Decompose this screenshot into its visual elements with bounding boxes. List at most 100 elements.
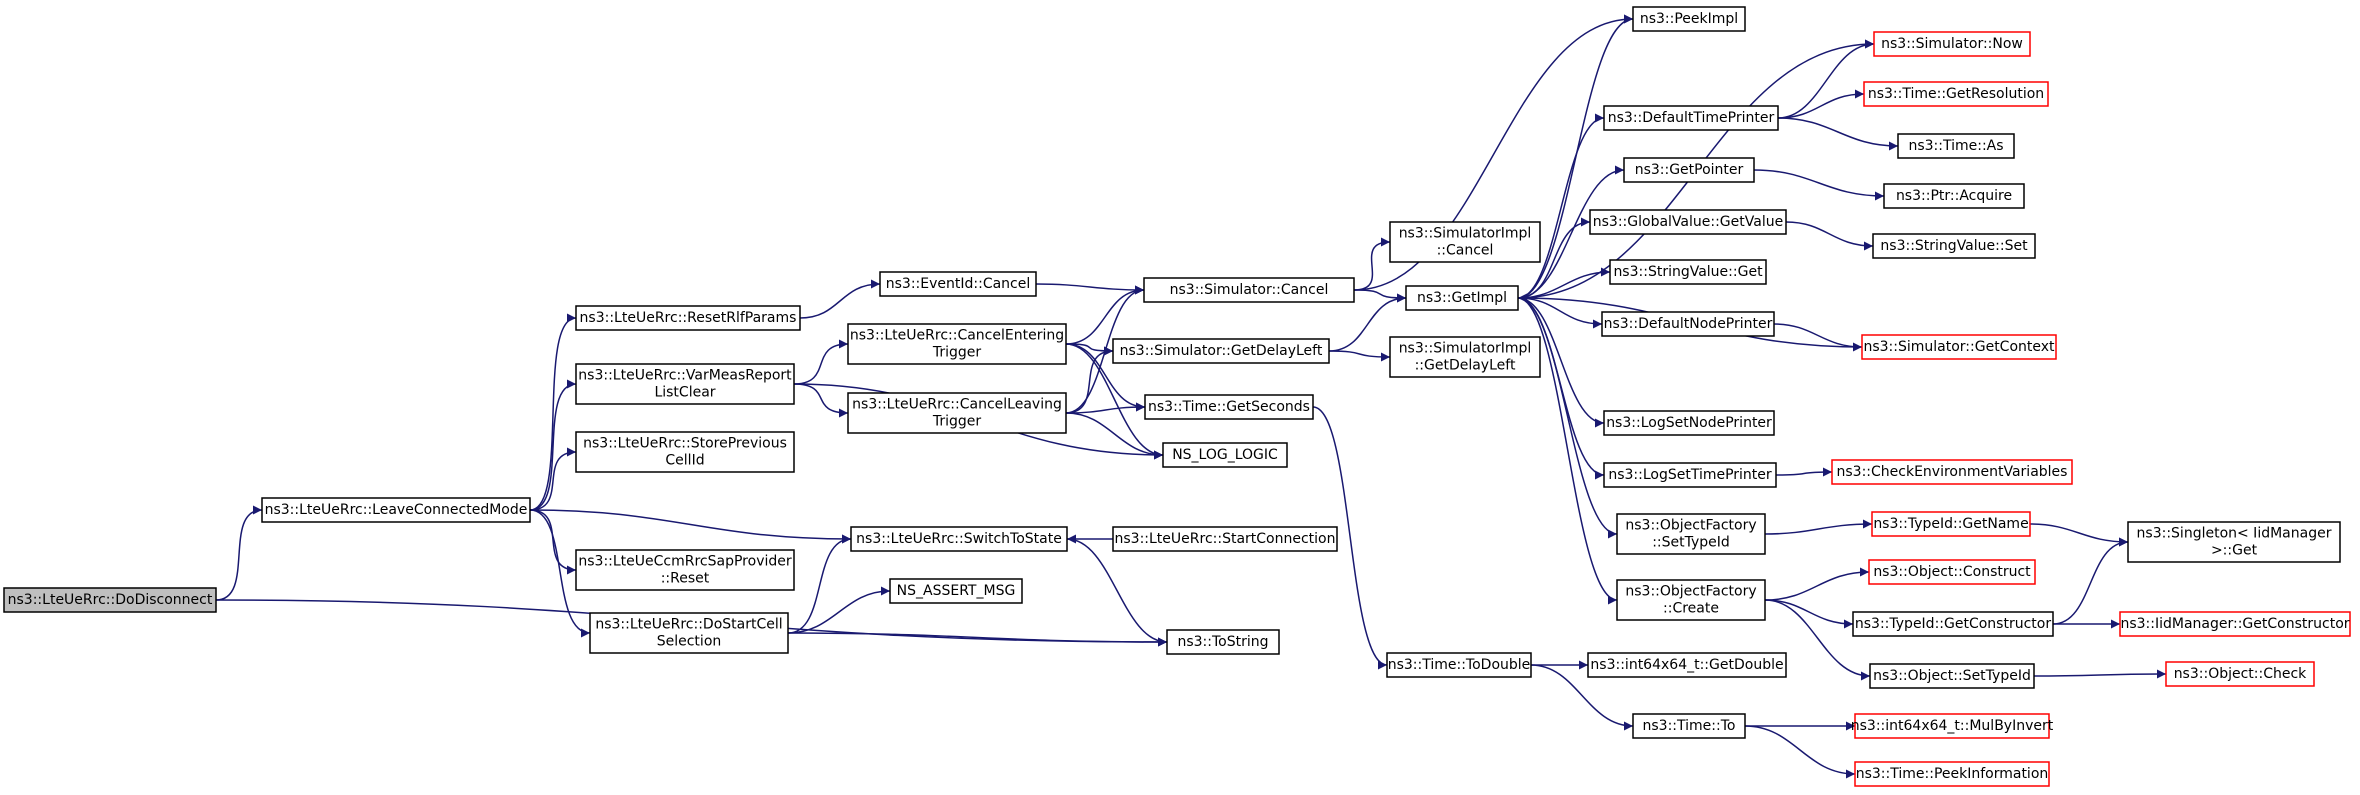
call-edge	[1065, 412, 1164, 460]
edge	[2033, 669, 2167, 679]
graph-node[interactable]: ns3::int64x64_t::GetDouble	[1587, 652, 1787, 678]
graph-node[interactable]: ns3::DefaultNodePrinter	[1601, 311, 1775, 337]
graph-node[interactable]: ns3::Singleton< IidManager >::Get	[2127, 521, 2341, 563]
node-box	[1162, 442, 1288, 468]
edge	[1065, 402, 1146, 414]
graph-node[interactable]: ns3::Simulator::GetDelayLeft	[1112, 338, 1330, 364]
node-label: Selection	[657, 634, 722, 650]
graph-node[interactable]: ns3::Simulator::Now	[1873, 31, 2031, 57]
graph-node[interactable]: ns3::StringValue::Get	[1609, 259, 1767, 285]
graph-node[interactable]: ns3::Time::PeekInformation	[1854, 761, 2050, 787]
graph-node[interactable]: ns3::TypeId::GetName	[1871, 511, 2031, 537]
graph-node[interactable]: ns3::Simulator::Cancel	[1143, 277, 1355, 303]
graph-node[interactable]: ns3::LogSetTimePrinter	[1603, 462, 1777, 488]
graph-node[interactable]: ns3::LteUeRrc::SwitchToState	[850, 526, 1068, 552]
edge	[793, 339, 849, 385]
call-edge	[1353, 14, 1634, 291]
edge	[1517, 267, 1611, 299]
graph-node[interactable]: ns3::Time::As	[1897, 133, 2015, 159]
call-edge	[1035, 283, 1145, 295]
graph-node[interactable]: ns3::ObjectFactory::Create	[1616, 579, 1766, 621]
edge	[1517, 297, 1603, 329]
node-box	[1873, 31, 2031, 57]
graph-node[interactable]: ns3::Time::To	[1632, 713, 1746, 739]
node-label: ns3::Simulator::Now	[1881, 36, 2023, 52]
edge	[2029, 523, 2129, 547]
edge	[1065, 343, 1164, 460]
call-edge	[1065, 343, 1164, 460]
graph-node[interactable]: ns3::Time::GetResolution	[1863, 81, 2049, 107]
graph-node[interactable]: ns3::GetImpl	[1405, 285, 1519, 311]
node-box	[1603, 462, 1777, 488]
graph-node[interactable]: ns3::TypeId::GetConstructor	[1852, 611, 2054, 637]
graph-node[interactable]: ns3::Time::GetSeconds	[1144, 394, 1314, 420]
call-edge	[2052, 537, 2129, 625]
graph-node[interactable]: ns3::int64x64_t::MulByInvert	[1851, 713, 2054, 739]
node-box	[575, 363, 795, 405]
node-label: ns3::TypeId::GetConstructor	[1855, 616, 2051, 632]
node-box	[1389, 336, 1541, 378]
graph-node[interactable]: ns3::Object::SetTypeId	[1869, 663, 2035, 689]
graph-node[interactable]: ns3::ToString	[1166, 629, 1280, 655]
graph-node[interactable]: ns3::ObjectFactory::SetTypeId	[1616, 513, 1766, 555]
edge	[787, 632, 1168, 647]
graph-node[interactable]: ns3::LteUeRrc::DoDisconnect	[3, 587, 217, 613]
edge	[1777, 117, 1899, 151]
call-edge	[1773, 323, 1863, 352]
graph-node[interactable]: ns3::LteUeCcmRrcSapProvider::Reset	[575, 549, 795, 591]
call-edge	[529, 447, 577, 511]
node-box	[1405, 285, 1519, 311]
node-box	[889, 578, 1023, 604]
graph-node[interactable]: ns3::Object::Check	[2165, 661, 2315, 687]
call-edge	[1517, 217, 1591, 299]
graph-node[interactable]: ns3::Simulator::GetContext	[1861, 334, 2057, 360]
node-box	[1632, 6, 1746, 32]
graph-node[interactable]: ns3::IidManager::GetConstructor	[2119, 611, 2351, 637]
node-box	[2127, 521, 2341, 563]
node-label: ns3::LteUeCcmRrcSapProvider	[578, 554, 791, 570]
node-label: ns3::ObjectFactory	[1625, 584, 1756, 600]
node-label: ::GetDelayLeft	[1415, 358, 1516, 374]
edge	[1353, 289, 1407, 303]
graph-node[interactable]: ns3::StringValue::Set	[1872, 233, 2036, 259]
node-label: ns3::LteUeRrc::LeaveConnectedMode	[265, 502, 528, 518]
edge	[1065, 285, 1145, 345]
graph-node[interactable]: ns3::DefaultTimePrinter	[1603, 105, 1779, 131]
node-box	[1389, 221, 1541, 263]
call-edge	[1764, 599, 1854, 629]
graph-node[interactable]: ns3::EventId::Cancel	[879, 271, 1037, 297]
graph-node[interactable]: ns3::Object::Construct	[1868, 559, 2036, 585]
graph-node[interactable]: ns3::Time::ToDouble	[1386, 652, 1532, 678]
edge	[1328, 350, 1391, 362]
node-box	[1871, 511, 2031, 537]
edge	[1744, 725, 1856, 779]
graph-node[interactable]: ns3::CheckEnvironmentVariables	[1831, 459, 2073, 485]
graph-node[interactable]: ns3::GetPointer	[1623, 157, 1755, 183]
node-box	[1616, 513, 1766, 555]
edge	[1517, 297, 1618, 605]
graph-node[interactable]: ns3::LteUeRrc::LeaveConnectedMode	[261, 497, 531, 523]
graph-node[interactable]: ns3::Ptr::Acquire	[1883, 183, 2025, 209]
call-edge	[1753, 169, 1885, 201]
graph-node[interactable]: ns3::LteUeRrc::ResetRlfParams	[575, 305, 801, 331]
node-label: ns3::LteUeRrc::StorePrevious	[583, 436, 787, 452]
graph-node[interactable]: ns3::LogSetNodePrinter	[1603, 410, 1775, 436]
call-edge	[1065, 402, 1146, 414]
call-edge	[529, 379, 577, 511]
graph-node[interactable]: ns3::SimulatorImpl::Cancel	[1389, 221, 1541, 263]
graph-node[interactable]: ns3::LteUeRrc::StartConnection	[1112, 526, 1338, 552]
node-box	[1166, 629, 1280, 655]
graph-node[interactable]: NS_LOG_LOGIC	[1162, 442, 1288, 468]
graph-node[interactable]: ns3::SimulatorImpl::GetDelayLeft	[1389, 336, 1541, 378]
graph-node[interactable]: NS_ASSERT_MSG	[889, 578, 1023, 604]
graph-node[interactable]: ns3::PeekImpl	[1632, 6, 1746, 32]
node-box	[847, 323, 1067, 365]
node-label: ns3::GetPointer	[1635, 162, 1744, 178]
graph-node[interactable]: ns3::GlobalValue::GetValue	[1589, 209, 1787, 235]
